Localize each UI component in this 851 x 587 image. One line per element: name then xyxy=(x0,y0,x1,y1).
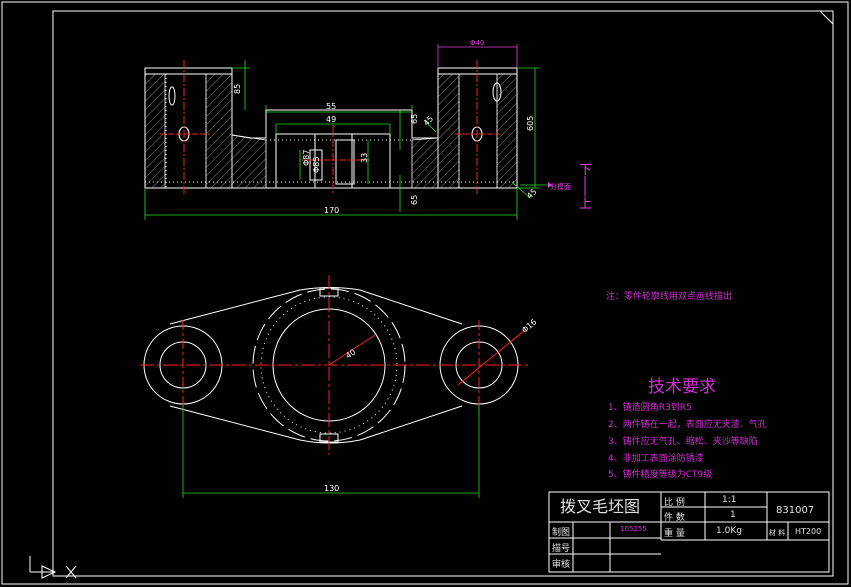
scale-value: 1:1 xyxy=(722,495,737,505)
down-label: 下 xyxy=(579,163,592,178)
tech-requirement-3: 3、铸件应无气孔、缩松、夹沙等缺陷 xyxy=(608,437,758,447)
trace-label: 描号 xyxy=(552,544,571,554)
weight-label: 重 量 xyxy=(664,529,685,539)
qty-value: 1 xyxy=(730,510,736,520)
tech-requirement-5: 5、铸件精度等级为CT9级 xyxy=(608,470,713,480)
dim-bore-85: Φ85 xyxy=(312,157,321,173)
dim-85: 85 xyxy=(233,84,242,94)
drawn-value: 105255 xyxy=(620,525,647,533)
scale-label: 比 例 xyxy=(664,498,685,508)
outline-note: 注：零件轮廓线用双点画线描出 xyxy=(606,292,733,302)
qty-label: 件 数 xyxy=(664,513,685,523)
dim-bore-87: Φ87 xyxy=(302,150,311,166)
weight-value: 1.0Kg xyxy=(716,526,742,536)
ucs-icon xyxy=(29,556,77,579)
up-label: 上 xyxy=(579,197,592,212)
dim-45-top: 45 xyxy=(422,114,436,128)
tech-requirement-4: 4、非加工表面涂防锈漆 xyxy=(608,454,704,464)
tech-requirement-2: 2、两件铸在一起，表面应无夹渣、气孔 xyxy=(608,420,767,430)
dim-65-bottom: 65 xyxy=(410,195,419,205)
front-section-view: Φ40 85 55 49 65 65 45 45 605 170 Φ87 Φ85… xyxy=(144,39,592,220)
top-plan-view: 130 40 Φ16 xyxy=(140,275,538,498)
dim-49: 49 xyxy=(326,115,336,124)
part-name: 拨叉毛坯图 xyxy=(560,497,641,516)
dim-55: 55 xyxy=(326,102,336,111)
drawn-label: 制图 xyxy=(552,528,571,538)
check-label: 审核 xyxy=(552,560,571,570)
drawing-border xyxy=(52,10,834,577)
drawing-number: 831007 xyxy=(776,505,815,516)
dim-65-top: 65 xyxy=(410,114,419,124)
title-block xyxy=(548,491,830,573)
tech-requirements-title: 技术要求 xyxy=(648,377,716,397)
dim-130: 130 xyxy=(324,484,339,493)
dim-45-bottom: 45 xyxy=(525,187,539,201)
parting-surface-label: 分模面 xyxy=(550,182,571,191)
fold-mark xyxy=(819,10,834,25)
dim-33: 33 xyxy=(360,153,369,163)
tech-requirement-1: 1、铸造圆角R3到R5 xyxy=(608,403,692,413)
material-value: HT200 xyxy=(795,527,822,536)
dim-phi40: Φ40 xyxy=(470,39,484,47)
material-label: 材 料 xyxy=(769,529,786,537)
dim-phi16: Φ16 xyxy=(520,317,538,334)
dim-r40: 40 xyxy=(344,347,357,360)
dim-605: 605 xyxy=(526,116,535,131)
dim-170: 170 xyxy=(324,206,339,215)
